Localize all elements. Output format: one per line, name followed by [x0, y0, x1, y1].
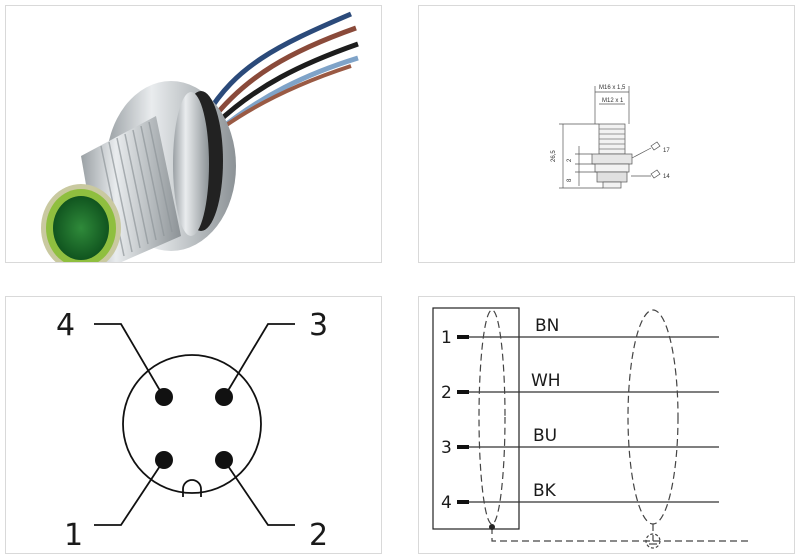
wire-color-2: WH: [531, 371, 561, 391]
dim-height-total: 26,5: [551, 150, 557, 162]
leader-pin-3: [225, 323, 295, 395]
wiring-diagram: 1 2 3 4 BN WH BU BK: [432, 307, 749, 549]
dimension-drawing: M16 x 1,5 M12 x 1 26,5 2 8 17 14: [551, 85, 670, 189]
dimension-drawing-panel: M16 x 1,5 M12 x 1 26,5 2 8 17 14: [418, 5, 795, 263]
shield-outer: [627, 309, 679, 525]
pin-3-contact: [215, 388, 233, 406]
dim-wrench-14: 14: [663, 174, 670, 180]
drain-node: [489, 524, 495, 530]
connector-photo: [41, 11, 359, 262]
wire-pin-4: 4: [441, 493, 452, 513]
dim-thread-inner: M12 x 1: [602, 98, 624, 104]
drain-wire: [491, 527, 653, 542]
connector-face-outline: [122, 354, 262, 494]
leader-pin-1: [94, 462, 163, 526]
pin-2-contact: [215, 451, 233, 469]
wire-pin-1: 1: [441, 328, 452, 348]
pin-label-3: 3: [309, 308, 328, 343]
dim-thread-outer: M16 x 1,5: [599, 85, 626, 91]
coding-key: [182, 479, 202, 497]
pin-layout-diagram: 4 3 1 2: [56, 308, 328, 553]
pin-4-contact: [155, 388, 173, 406]
wire-color-4: BK: [533, 481, 557, 501]
ground-icon: [645, 533, 661, 549]
wire-pin-3: 3: [441, 438, 452, 458]
pin-label-1: 1: [64, 518, 83, 553]
dim-b: 8: [567, 178, 573, 182]
dim-a: 2: [567, 158, 573, 162]
dim-wrench-17: 17: [663, 148, 670, 154]
pin-1-contact: [155, 451, 173, 469]
shield-inner: [478, 309, 506, 525]
pin-layout-panel: 4 3 1 2: [5, 296, 382, 554]
connector-box: [432, 307, 520, 530]
wire-color-1: BN: [535, 316, 559, 336]
pin-label-2: 2: [309, 518, 328, 553]
leader-pin-4: [94, 323, 163, 395]
product-photo-panel: [5, 5, 382, 263]
wiring-diagram-panel: 1 2 3 4 BN WH BU BK: [418, 296, 795, 554]
pin-label-4: 4: [56, 308, 75, 343]
wire-pin-2: 2: [441, 383, 452, 403]
leader-pin-2: [225, 462, 295, 526]
wire-color-3: BU: [533, 426, 557, 446]
